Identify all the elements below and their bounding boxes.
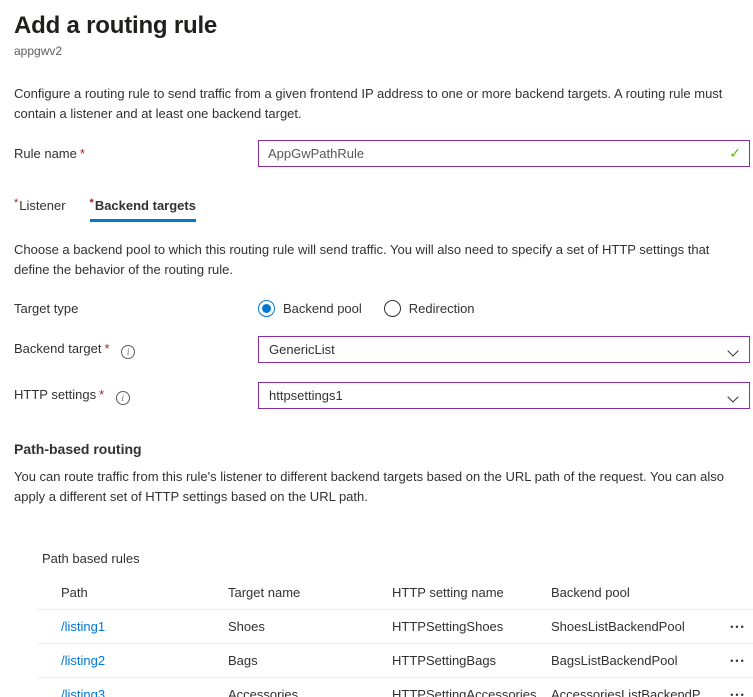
rule-name-value: AppGwPathRule <box>268 146 365 161</box>
path-link[interactable]: /listing1 <box>61 619 106 634</box>
intro-text: Configure a routing rule to send traffic… <box>14 86 723 121</box>
path-link[interactable]: /listing3 <box>61 687 106 697</box>
chevron-down-icon <box>729 391 739 401</box>
required-asterisk: * <box>99 386 105 402</box>
target-name-cell: Accessories <box>228 687 299 697</box>
radio-backend-pool[interactable]: Backend pool <box>258 300 362 317</box>
rule-name-row: Rule name* AppGwPathRule ✓ <box>14 140 750 167</box>
table-row: /listing1 Shoes HTTPSettingShoes ShoesLi… <box>38 610 753 644</box>
target-name-cell: Bags <box>228 653 258 668</box>
radio-icon <box>383 300 401 317</box>
table-row: /listing3 Accessories HTTPSettingAccesso… <box>38 678 753 697</box>
path-rules-table: Path Target name HTTP setting name Backe… <box>38 576 753 697</box>
valid-checkmark-icon: ✓ <box>729 145 741 161</box>
required-asterisk: * <box>89 197 94 209</box>
target-type-row: Target type Backend pool Redirection <box>14 300 750 317</box>
http-settings-dropdown[interactable]: httpsettings1 <box>258 382 750 409</box>
path-based-rules-label: Path based rules <box>42 551 140 566</box>
tab-strip: *Listener *Backend targets <box>14 197 750 222</box>
col-header-target-name: Target name <box>228 585 301 600</box>
backend-target-label: Backend target* i <box>14 341 258 359</box>
http-settings-row: HTTP settings* i httpsettings1 <box>14 382 750 409</box>
rule-name-input[interactable]: AppGwPathRule <box>258 140 750 167</box>
target-type-label: Target type <box>14 301 79 316</box>
backend-target-dropdown[interactable]: GenericList <box>258 336 750 363</box>
http-setting-name-cell: HTTPSettingShoes <box>392 619 504 634</box>
tab-listener[interactable]: *Listener <box>14 197 66 213</box>
radio-icon <box>258 300 275 317</box>
target-name-cell: Shoes <box>228 619 265 634</box>
backend-pool-cell: ShoesListBackendPool <box>551 619 685 634</box>
backend-targets-intro: Choose a backend pool to which this rout… <box>14 242 710 277</box>
required-asterisk: * <box>104 340 110 356</box>
info-icon[interactable]: i <box>121 344 136 359</box>
backend-pool-cell: BagsListBackendPool <box>551 653 678 668</box>
info-icon[interactable]: i <box>115 390 130 405</box>
tab-backend-targets[interactable]: *Backend targets <box>89 197 196 222</box>
col-header-backend-pool: Backend pool <box>551 585 630 600</box>
backend-pool-cell: AccessoriesListBackendPool <box>551 687 714 697</box>
http-setting-name-cell: HTTPSettingBags <box>392 653 497 668</box>
http-settings-label: HTTP settings* i <box>14 387 258 405</box>
row-menu-button[interactable]: ••• <box>730 655 746 666</box>
chevron-down-icon <box>729 345 739 355</box>
path-link[interactable]: /listing2 <box>61 653 106 668</box>
resource-name: appgwv2 <box>14 44 63 58</box>
row-menu-button[interactable]: ••• <box>728 688 747 697</box>
page-title: Add a routing rule <box>14 12 218 39</box>
col-header-path: Path <box>61 585 88 600</box>
http-settings-value: httpsettings1 <box>269 388 343 403</box>
backend-target-value: GenericList <box>269 342 335 357</box>
table-header-row: Path Target name HTTP setting name Backe… <box>38 576 753 610</box>
col-header-http-setting-name: HTTP setting name <box>392 585 504 600</box>
row-menu-button[interactable]: ••• <box>730 621 746 632</box>
path-based-routing-description: You can route traffic from this rule's l… <box>14 469 724 504</box>
radio-redirection[interactable]: Redirection <box>383 300 475 317</box>
required-asterisk: * <box>79 146 85 161</box>
rule-name-label: Rule name* <box>14 146 85 161</box>
required-asterisk: * <box>14 197 19 209</box>
backend-target-row: Backend target* i GenericList <box>14 336 750 363</box>
path-based-routing-heading: Path-based routing <box>14 441 142 457</box>
http-setting-name-cell: HTTPSettingAccessories <box>392 687 537 697</box>
table-row: /listing2 Bags HTTPSettingBags BagsListB… <box>38 644 753 678</box>
